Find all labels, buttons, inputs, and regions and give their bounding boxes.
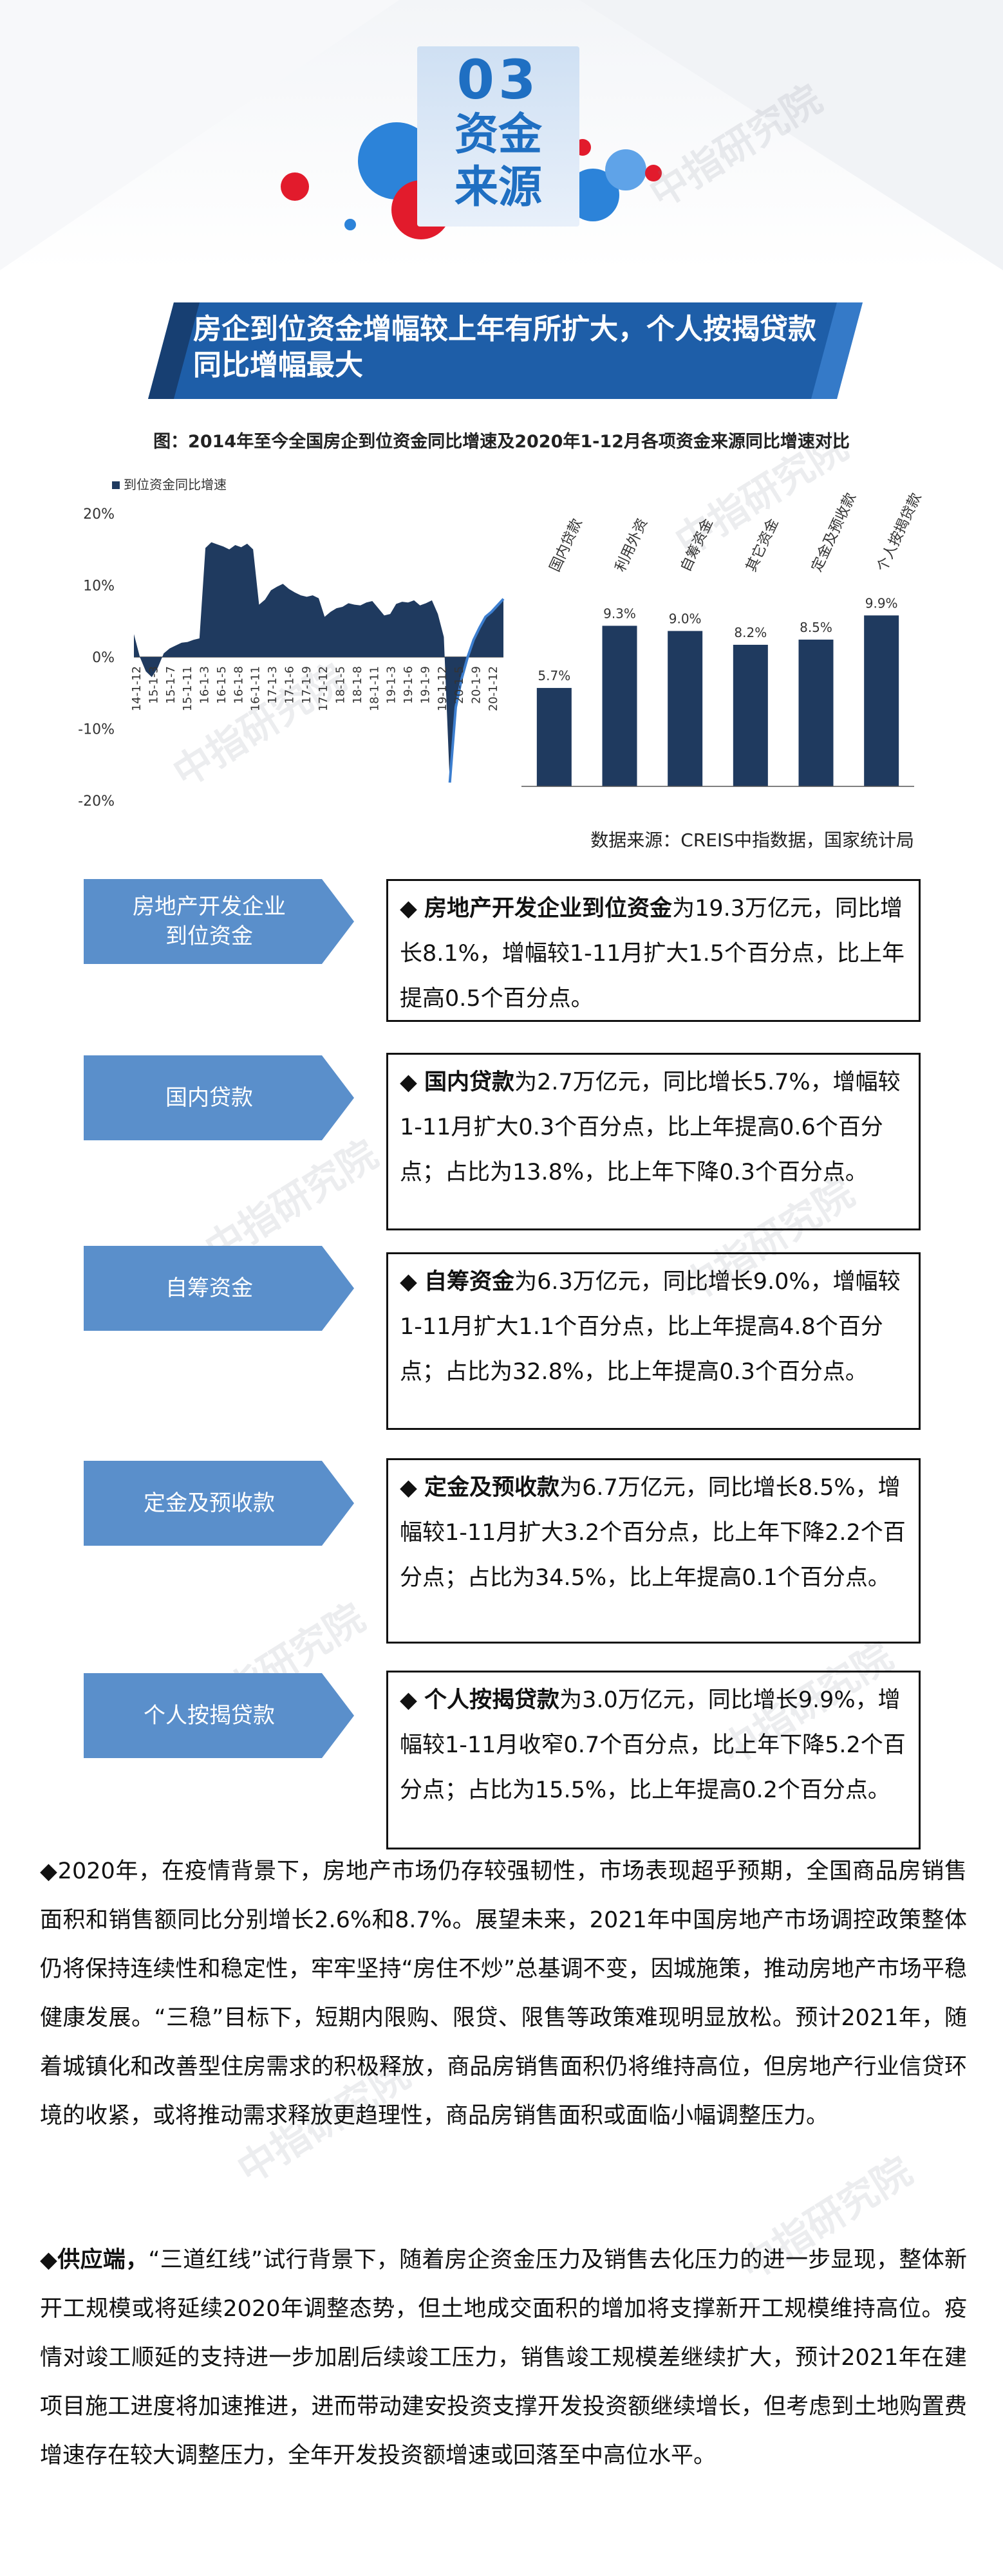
bar <box>798 639 834 786</box>
bar <box>864 615 899 786</box>
blue-circle-far-right <box>605 149 646 190</box>
diamond-bullet-icon: ◆ <box>400 1269 425 1295</box>
x-tick-label: 16-1-11 <box>249 666 263 711</box>
item-label: 个人按揭贷款 <box>144 1703 275 1728</box>
diamond-bullet-icon: ◆ <box>400 1475 425 1501</box>
chart-title: 图：2014年至今全国房企到位资金同比增速及2020年1-12月各项资金来源同比… <box>153 432 850 452</box>
y-tick-label: 10% <box>83 579 115 595</box>
x-tick-label: 20-1-5 <box>453 666 466 704</box>
x-tick-label: 17-1-6 <box>283 666 296 704</box>
bar-value-label: 8.2% <box>734 625 767 640</box>
x-tick-label: 19-1-12 <box>436 666 449 711</box>
bar <box>733 644 768 786</box>
area-series-line <box>448 598 505 783</box>
x-tick-label: 19-1-3 <box>385 666 398 704</box>
red-circle-small <box>281 172 309 201</box>
category-label: 自筹资金 <box>678 516 717 574</box>
y-tick-label: -10% <box>78 722 115 738</box>
x-tick-label: 19-1-6 <box>402 666 415 704</box>
bar <box>602 625 637 786</box>
item-pentagon <box>84 1461 354 1546</box>
item-pentagon <box>84 1246 354 1331</box>
blue-circle-small <box>344 219 356 230</box>
x-tick-label: 18-1-8 <box>351 666 364 704</box>
x-tick-label: 20-1-9 <box>470 666 483 704</box>
bar-value-label: 9.3% <box>603 606 636 621</box>
x-tick-label: 15-1-7 <box>164 666 178 704</box>
bar-value-label: 9.9% <box>865 595 898 611</box>
x-tick-label: 18-1-11 <box>368 666 381 711</box>
bar-value-label: 5.7% <box>538 668 570 683</box>
category-label: 其它资金 <box>744 516 782 574</box>
item-label: 国内贷款 <box>165 1085 253 1111</box>
diamond-bullet-icon: ◆ <box>400 896 425 922</box>
item-description: ◆ 个人按揭贷款为3.0万亿元，同比增长9.9%，增幅较1-11月收窄0.7个百… <box>386 1671 921 1849</box>
red-circle-far-right <box>645 165 662 181</box>
legend-label: 到位资金同比增速 <box>124 477 227 492</box>
bar-value-label: 9.0% <box>669 611 702 627</box>
x-tick-label: 15-1-11 <box>181 666 194 711</box>
x-tick-label: 15-1-3 <box>147 666 160 704</box>
bar-value-label: 8.5% <box>800 620 832 635</box>
item-pentagon <box>84 1055 354 1140</box>
x-tick-label: 16-1-5 <box>215 666 229 704</box>
bar <box>668 631 703 786</box>
header-decoration <box>0 0 1003 270</box>
x-tick-label: 16-1-8 <box>232 666 245 704</box>
category-label: 利用外资 <box>612 516 651 574</box>
item-label: 定金及预收款 <box>144 1490 275 1516</box>
section-title-line2: 来源 <box>454 162 542 213</box>
bar <box>536 688 572 786</box>
x-tick-label: 19-1-9 <box>418 666 432 704</box>
area-series <box>134 542 503 783</box>
paragraph-supply: ◆供应端，“三道红线”试行背景下，随着房企资金压力及销售去化压力的进一步显现，整… <box>40 2247 967 2469</box>
category-label: 国内贷款 <box>547 516 586 574</box>
title-banner <box>148 302 863 399</box>
section-title-line1: 资金 <box>454 109 542 160</box>
item-pentagon <box>84 1673 354 1758</box>
legend-swatch <box>112 481 120 489</box>
item-description: ◆ 国内贷款为2.7万亿元，同比增长5.7%，增幅较1-11月扩大0.3个百分点… <box>386 1053 921 1230</box>
data-source: 数据来源：CREIS中指数据，国家统计局 <box>590 829 914 851</box>
x-tick-label: 20-1-12 <box>487 666 500 711</box>
item-label: 自筹资金 <box>165 1275 253 1301</box>
item-pentagon <box>84 879 354 964</box>
paragraph-market: ◆2020年，在疫情背景下，房地产市场仍存较强韧性，市场表现超乎预期，全国商品房… <box>40 1858 967 2129</box>
diamond-bullet-icon: ◆ <box>400 1687 425 1713</box>
section-number: 03 <box>456 48 540 111</box>
x-tick-label: 16-1-3 <box>198 666 212 704</box>
y-tick-label: 0% <box>92 650 115 666</box>
x-tick-label: 17-1-12 <box>317 666 330 711</box>
item-description: ◆ 房地产开发企业到位资金为19.3万亿元，同比增长8.1%，增幅较1-11月扩… <box>386 879 921 1022</box>
category-label: 定金及预收款 <box>809 490 859 574</box>
x-tick-label: 18-1-5 <box>334 666 348 704</box>
item-description: ◆ 定金及预收款为6.7万亿元，同比增长8.5%，增幅较1-11月扩大3.2个百… <box>386 1458 921 1644</box>
item-label: 房地产开发企业到位资金 <box>133 894 286 949</box>
category-label: 个人按揭贷款 <box>874 490 924 574</box>
diamond-bullet-icon: ◆ <box>400 1070 425 1095</box>
y-tick-label: 20% <box>83 506 115 523</box>
y-tick-label: -20% <box>78 793 115 810</box>
x-tick-label: 17-1-9 <box>300 666 314 704</box>
x-tick-label: 14-1-12 <box>130 666 144 711</box>
banner-title: 房企到位资金增幅较上年有所扩大，个人按揭贷款同比增幅最大 <box>193 313 816 382</box>
x-tick-label: 17-1-3 <box>266 666 279 704</box>
section-number-box <box>417 46 579 227</box>
item-description: ◆ 自筹资金为6.3万亿元，同比增长9.0%，增幅较1-11月扩大1.1个百分点… <box>386 1252 921 1430</box>
